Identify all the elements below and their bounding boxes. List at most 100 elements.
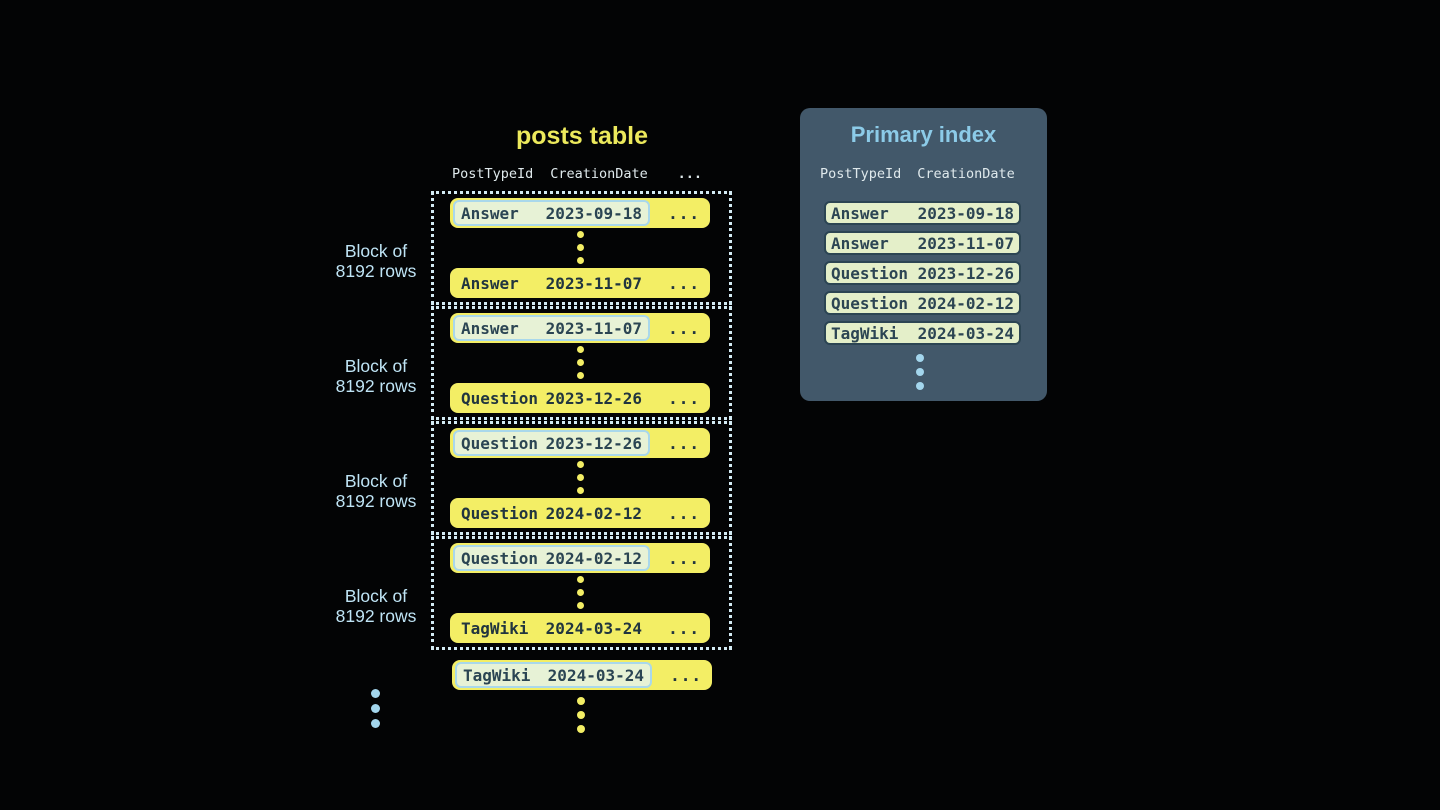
- row-ellipsis: ...: [670, 665, 702, 685]
- dot: [577, 346, 584, 353]
- dot: [371, 719, 380, 728]
- creationdate-value: 2023-11-07: [545, 318, 642, 338]
- dot: [577, 244, 584, 251]
- creationdate-value: 2023-09-18: [545, 203, 642, 223]
- row-ellipsis: ...: [668, 318, 700, 338]
- block-label-line1: Block of: [344, 241, 408, 261]
- block-1: Answer 2023-09-18 ... Answer 2023-11-07 …: [431, 191, 732, 305]
- creationdate-value: 2023-09-18: [917, 203, 1014, 223]
- posttypeid-value: TagWiki: [831, 323, 899, 343]
- table-row: Question 2024-02-12 ...: [450, 543, 710, 573]
- index-row: Answer 2023-09-18: [824, 201, 1021, 225]
- block-label-line1: Block of: [344, 586, 408, 606]
- row-ellipsis: ...: [668, 388, 700, 408]
- block-label-line1: Block of: [344, 356, 408, 376]
- row-ellipsis: ...: [668, 503, 700, 523]
- index-row: Question 2023-12-26: [824, 261, 1021, 285]
- ellipsis-dots-vertical: [577, 576, 584, 609]
- primary-index-column-headers: PostTypeId CreationDate: [820, 166, 1015, 182]
- creationdate-value: 2023-11-07: [917, 233, 1014, 253]
- block-label-line2: 8192 rows: [335, 491, 417, 511]
- dot: [577, 257, 584, 264]
- posttypeid-value: Answer: [461, 273, 519, 293]
- posttypeid-value: Question: [461, 388, 539, 408]
- dot: [371, 704, 380, 713]
- dot: [916, 354, 924, 362]
- dot: [577, 474, 584, 481]
- dot: [577, 576, 584, 583]
- block-2-label: Block of 8192 rows: [306, 356, 446, 396]
- posttypeid-value: TagWiki: [461, 618, 529, 638]
- dot: [577, 711, 585, 719]
- dot: [577, 372, 584, 379]
- row-ellipsis: ...: [668, 273, 700, 293]
- table-row: TagWiki 2024-03-24 ...: [450, 613, 710, 643]
- row-ellipsis: ...: [668, 433, 700, 453]
- creationdate-value: 2023-12-26: [545, 388, 642, 408]
- index-row: TagWiki 2024-03-24: [824, 321, 1021, 345]
- indexed-row-highlight: Answer 2023-11-07: [453, 315, 650, 341]
- table-row: Question 2023-12-26 ...: [450, 428, 710, 458]
- creationdate-value: 2024-03-24: [547, 665, 644, 685]
- index-row: Answer 2023-11-07: [824, 231, 1021, 255]
- posttypeid-value: Question: [461, 503, 539, 523]
- row-cell: Question 2023-12-26: [453, 385, 650, 411]
- dot: [577, 589, 584, 596]
- column-header-more: ...: [677, 166, 702, 182]
- table-row: Question 2024-02-12 ...: [450, 498, 710, 528]
- posttypeid-value: TagWiki: [463, 665, 531, 685]
- row-ellipsis: ...: [668, 548, 700, 568]
- column-header-creationdate: CreationDate: [917, 166, 1015, 182]
- posts-table-title: posts table: [516, 122, 648, 150]
- block-3: Question 2023-12-26 ... Question 2024-02…: [431, 421, 732, 535]
- dot: [916, 368, 924, 376]
- posttypeid-value: Question: [461, 548, 539, 568]
- dot: [577, 461, 584, 468]
- row-cell: Question 2024-02-12: [453, 500, 650, 526]
- ellipsis-dots-vertical: [577, 346, 584, 379]
- dot: [577, 602, 584, 609]
- posts-table-column-headers: PostTypeId CreationDate ...: [432, 166, 732, 182]
- creationdate-value: 2023-12-26: [545, 433, 642, 453]
- index-row: Question 2024-02-12: [824, 291, 1021, 315]
- dot: [371, 689, 380, 698]
- table-row: Answer 2023-09-18 ...: [450, 198, 710, 228]
- block-label-line2: 8192 rows: [335, 376, 417, 396]
- row-cell: Answer 2023-11-07: [453, 270, 650, 296]
- row-ellipsis: ...: [668, 618, 700, 638]
- ellipsis-dots-vertical: [577, 461, 584, 494]
- posttypeid-value: Answer: [831, 203, 889, 223]
- creationdate-value: 2023-11-07: [545, 273, 642, 293]
- ellipsis-dots-vertical: [577, 231, 584, 264]
- creationdate-value: 2024-02-12: [545, 503, 642, 523]
- block-4-label: Block of 8192 rows: [306, 586, 446, 626]
- more-blocks-dots: [371, 689, 380, 728]
- posttypeid-value: Question: [831, 263, 909, 283]
- block-2: Answer 2023-11-07 ... Question 2023-12-2…: [431, 306, 732, 420]
- table-row: Question 2023-12-26 ...: [450, 383, 710, 413]
- block-label-line2: 8192 rows: [335, 606, 417, 626]
- column-header-creationdate: CreationDate: [550, 166, 648, 182]
- creationdate-value: 2023-12-26: [917, 263, 1014, 283]
- posttypeid-value: Answer: [461, 318, 519, 338]
- indexed-row-highlight: Answer 2023-09-18: [453, 200, 650, 226]
- dot: [577, 487, 584, 494]
- creationdate-value: 2024-03-24: [545, 618, 642, 638]
- row-cell: TagWiki 2024-03-24: [453, 615, 650, 641]
- table-row-overflow: TagWiki 2024-03-24 ...: [452, 660, 712, 690]
- block-label-line1: Block of: [344, 471, 408, 491]
- creationdate-value: 2024-02-12: [545, 548, 642, 568]
- posttypeid-value: Answer: [461, 203, 519, 223]
- creationdate-value: 2024-03-24: [917, 323, 1014, 343]
- block-4: Question 2024-02-12 ... TagWiki 2024-03-…: [431, 536, 732, 650]
- dot: [916, 382, 924, 390]
- posttypeid-value: Question: [831, 293, 909, 313]
- creationdate-value: 2024-02-12: [917, 293, 1014, 313]
- primary-index-panel: Primary index PostTypeId CreationDate An…: [800, 108, 1047, 401]
- primary-index-rows: Answer 2023-09-18 Answer 2023-11-07 Ques…: [824, 201, 1021, 351]
- indexed-row-highlight: Question 2024-02-12: [453, 545, 650, 571]
- indexed-row-highlight: Question 2023-12-26: [453, 430, 650, 456]
- table-row: Answer 2023-11-07 ...: [450, 313, 710, 343]
- more-index-entries-dots: [916, 354, 924, 390]
